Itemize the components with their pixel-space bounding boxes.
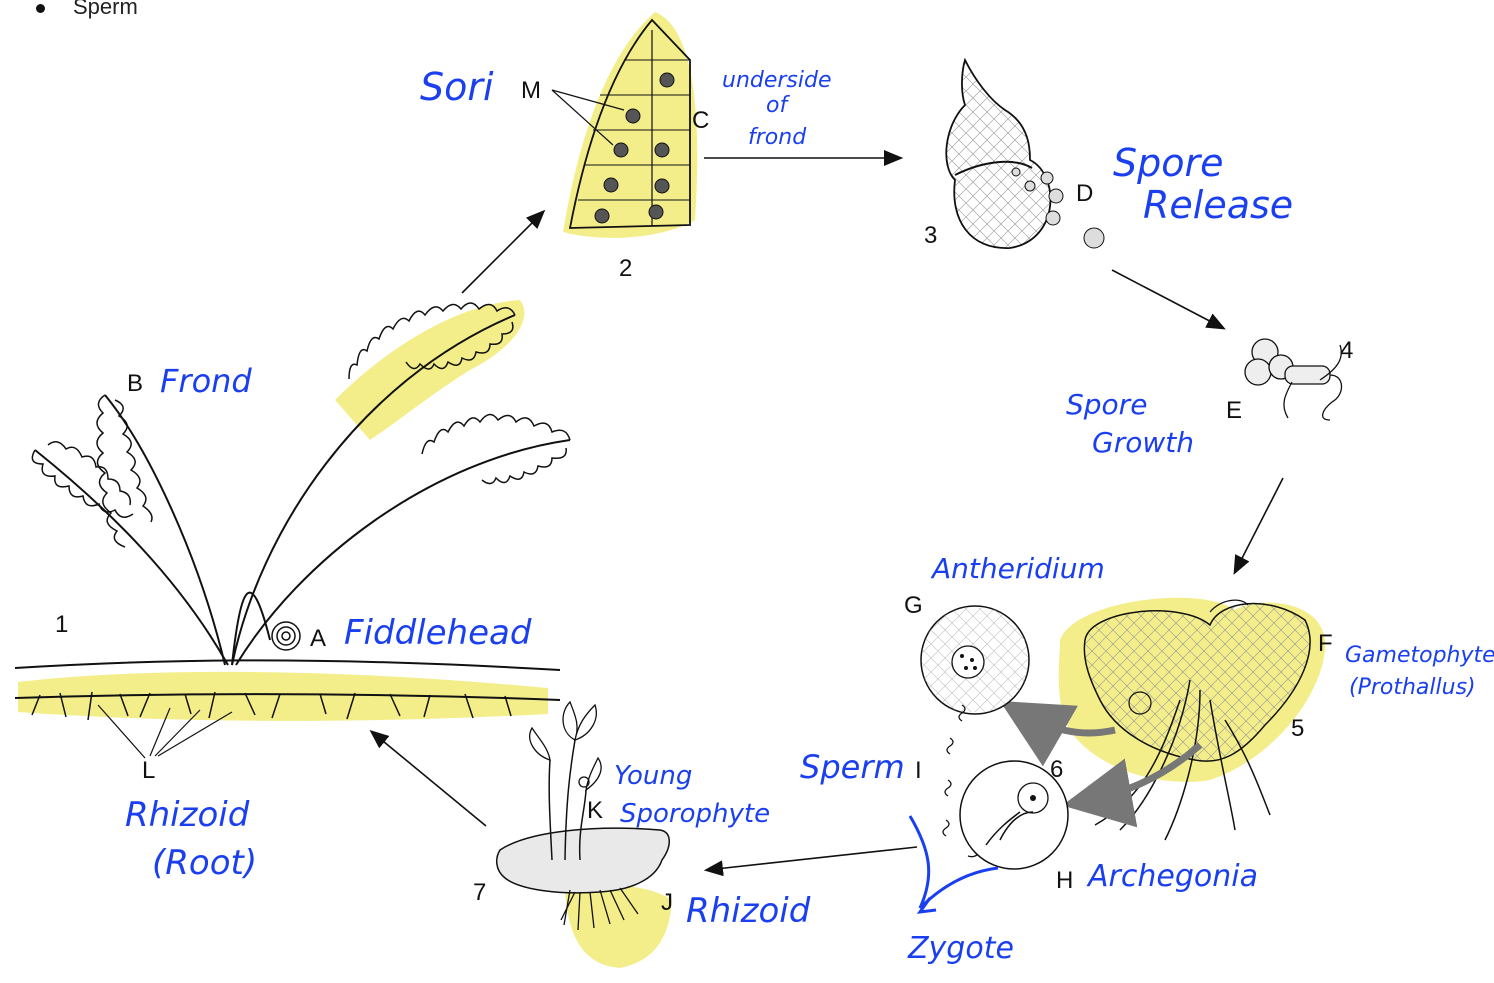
stage-number-7: 7 <box>473 879 486 906</box>
label-underside-3: frond <box>748 125 807 150</box>
arrow-4-to-5 <box>1235 478 1283 572</box>
letter-l: L <box>142 757 155 784</box>
label-rhizoid: Rhizoid <box>686 891 811 931</box>
label-underside-1: underside <box>722 68 832 93</box>
label-antheridium: Antheridium <box>930 552 1105 585</box>
stage-number-2: 2 <box>619 255 632 282</box>
label-archegonia: Archegonia <box>1086 859 1258 894</box>
letter-e: E <box>1226 397 1242 424</box>
arrow-1-to-2 <box>462 212 543 293</box>
label-rhizoid-root-2: (Root) <box>152 843 257 883</box>
letter-j: J <box>661 889 673 916</box>
label-sperm: Sperm <box>800 748 905 786</box>
antheridium-detail <box>921 606 1029 714</box>
letter-b: B <box>127 370 143 397</box>
handwritten-labels: Sori underside of frond Spore Release Fr… <box>125 65 1494 966</box>
stage-number-1: 1 <box>55 611 68 638</box>
arrow-3-to-4 <box>1112 270 1223 328</box>
mature-sporophyte <box>15 300 570 758</box>
letter-h: H <box>1056 867 1073 894</box>
label-young-sporophyte-1: Young <box>614 761 692 791</box>
letter-i: I <box>915 757 922 784</box>
stage-number-5: 5 <box>1291 715 1304 742</box>
label-zygote: Zygote <box>907 931 1014 966</box>
label-rhizoid-root-1: Rhizoid <box>125 795 250 835</box>
label-underside-2: of <box>766 93 790 118</box>
letter-a: A <box>310 625 326 652</box>
arrow-7-to-1 <box>372 732 486 826</box>
letter-c: C <box>692 107 709 134</box>
letter-m: M <box>521 77 541 104</box>
stage-number-3: 3 <box>924 222 937 249</box>
stage-number-6: 6 <box>1050 756 1063 783</box>
letter-f: F <box>1318 630 1333 657</box>
germinating-spore <box>1245 339 1342 420</box>
label-frond: Frond <box>160 362 252 400</box>
label-gametophyte-1: Gametophyte <box>1345 643 1494 668</box>
frond-underside <box>552 12 697 238</box>
label-spore-release-1: Spore <box>1113 141 1224 185</box>
label-fiddlehead: Fiddlehead <box>344 613 532 653</box>
young-leaves <box>530 702 601 790</box>
label-spore-growth-1: Spore <box>1066 388 1147 421</box>
label-gametophyte-2: (Prothallus) <box>1349 675 1476 700</box>
label-spore-release-2: Release <box>1143 183 1293 227</box>
fiddlehead <box>272 622 300 650</box>
letter-k: K <box>587 797 603 824</box>
label-sori: Sori <box>420 65 494 109</box>
young-sporophyte <box>497 702 672 968</box>
letter-g: G <box>904 592 923 619</box>
stage-number-4: 4 <box>1340 337 1353 364</box>
label-young-sporophyte-2: Sporophyte <box>620 799 770 829</box>
letter-d: D <box>1076 180 1093 207</box>
sporangium <box>946 60 1104 248</box>
label-spore-growth-2: Growth <box>1092 426 1194 459</box>
arrow-6-to-7 <box>707 847 917 870</box>
